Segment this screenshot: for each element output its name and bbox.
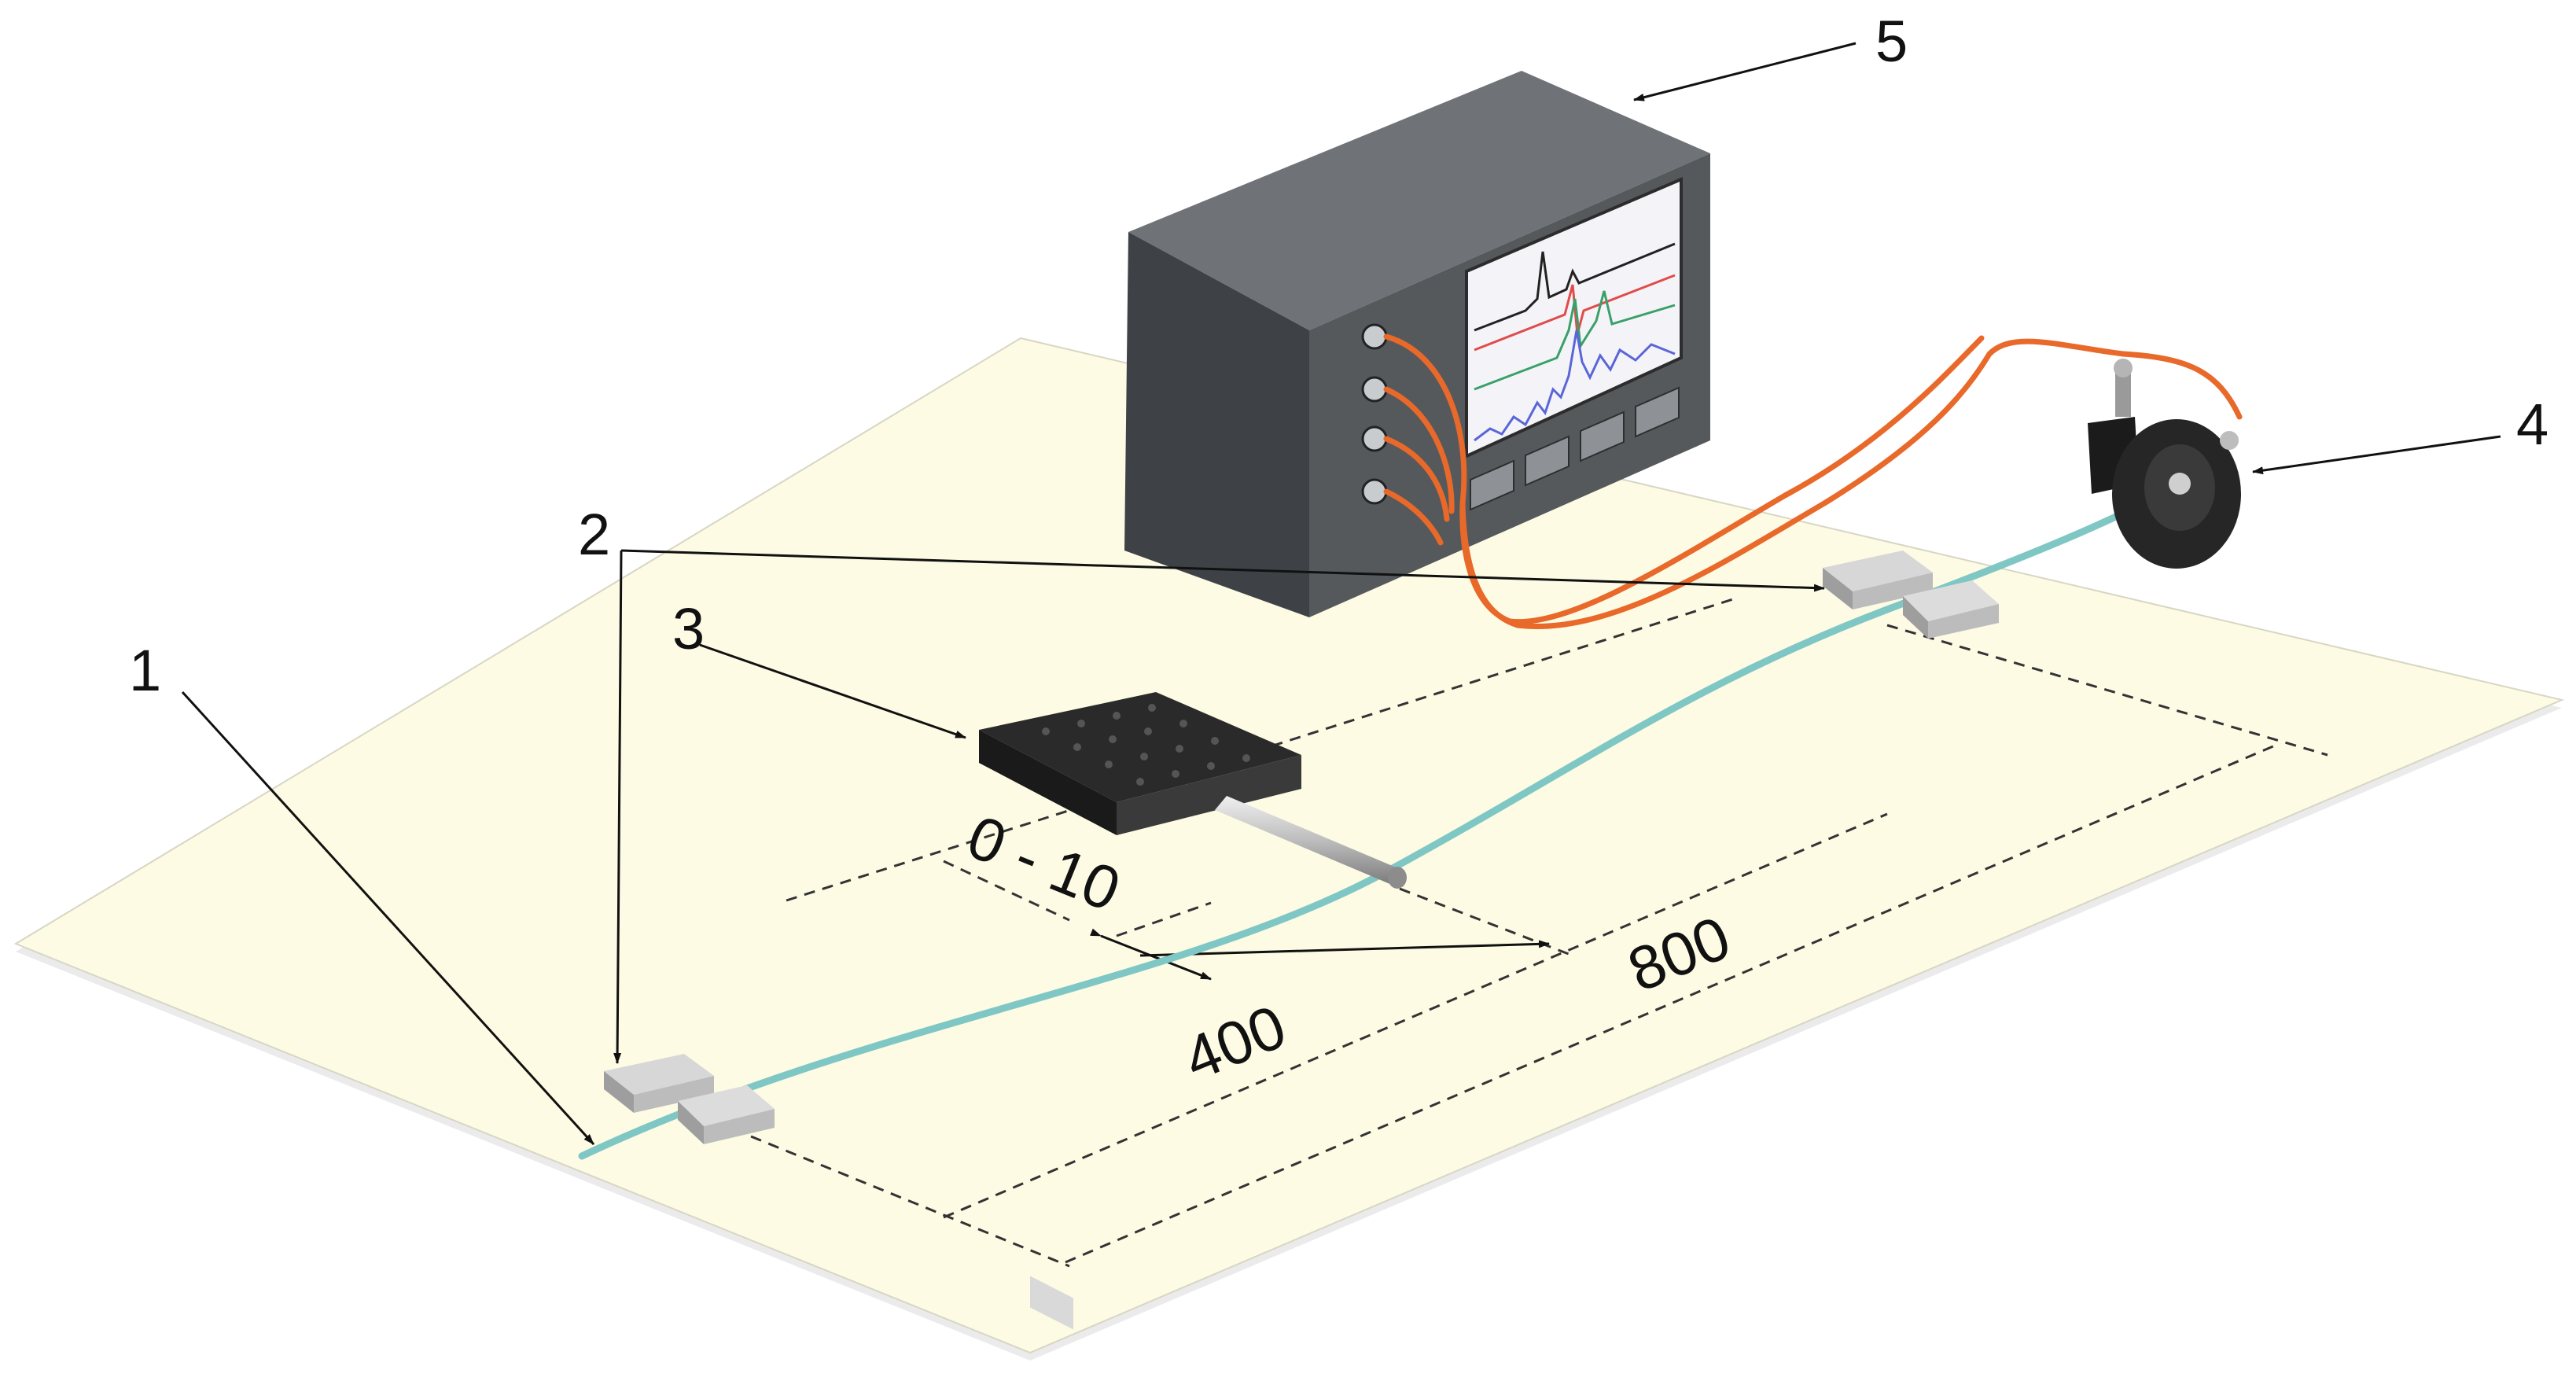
light-source-icon	[2088, 359, 2241, 569]
stage-label	[1030, 1276, 1073, 1330]
callout-3: 3	[672, 596, 705, 661]
callout-5: 5	[1875, 9, 1908, 74]
fiber-clamp-icon	[1823, 551, 1999, 639]
analyzer-screen	[1465, 176, 1683, 459]
dimension-arrows	[1090, 928, 1550, 981]
optical-fiber	[578, 476, 2190, 1160]
translation-stage-icon	[979, 692, 1407, 1330]
spectrum-analyzer-icon	[1124, 71, 1710, 617]
fiber-clamp-icon	[604, 1054, 775, 1144]
leader-lines	[181, 42, 2501, 1146]
callout-4: 4	[2516, 392, 2548, 457]
patch-cables	[1383, 333, 2243, 629]
callout-2: 2	[578, 502, 610, 567]
analyzer-ports	[1361, 323, 1388, 505]
analyzer-buttons	[1470, 386, 1680, 511]
spectrum-traces	[1474, 242, 1676, 442]
callout-1: 1	[129, 638, 161, 703]
